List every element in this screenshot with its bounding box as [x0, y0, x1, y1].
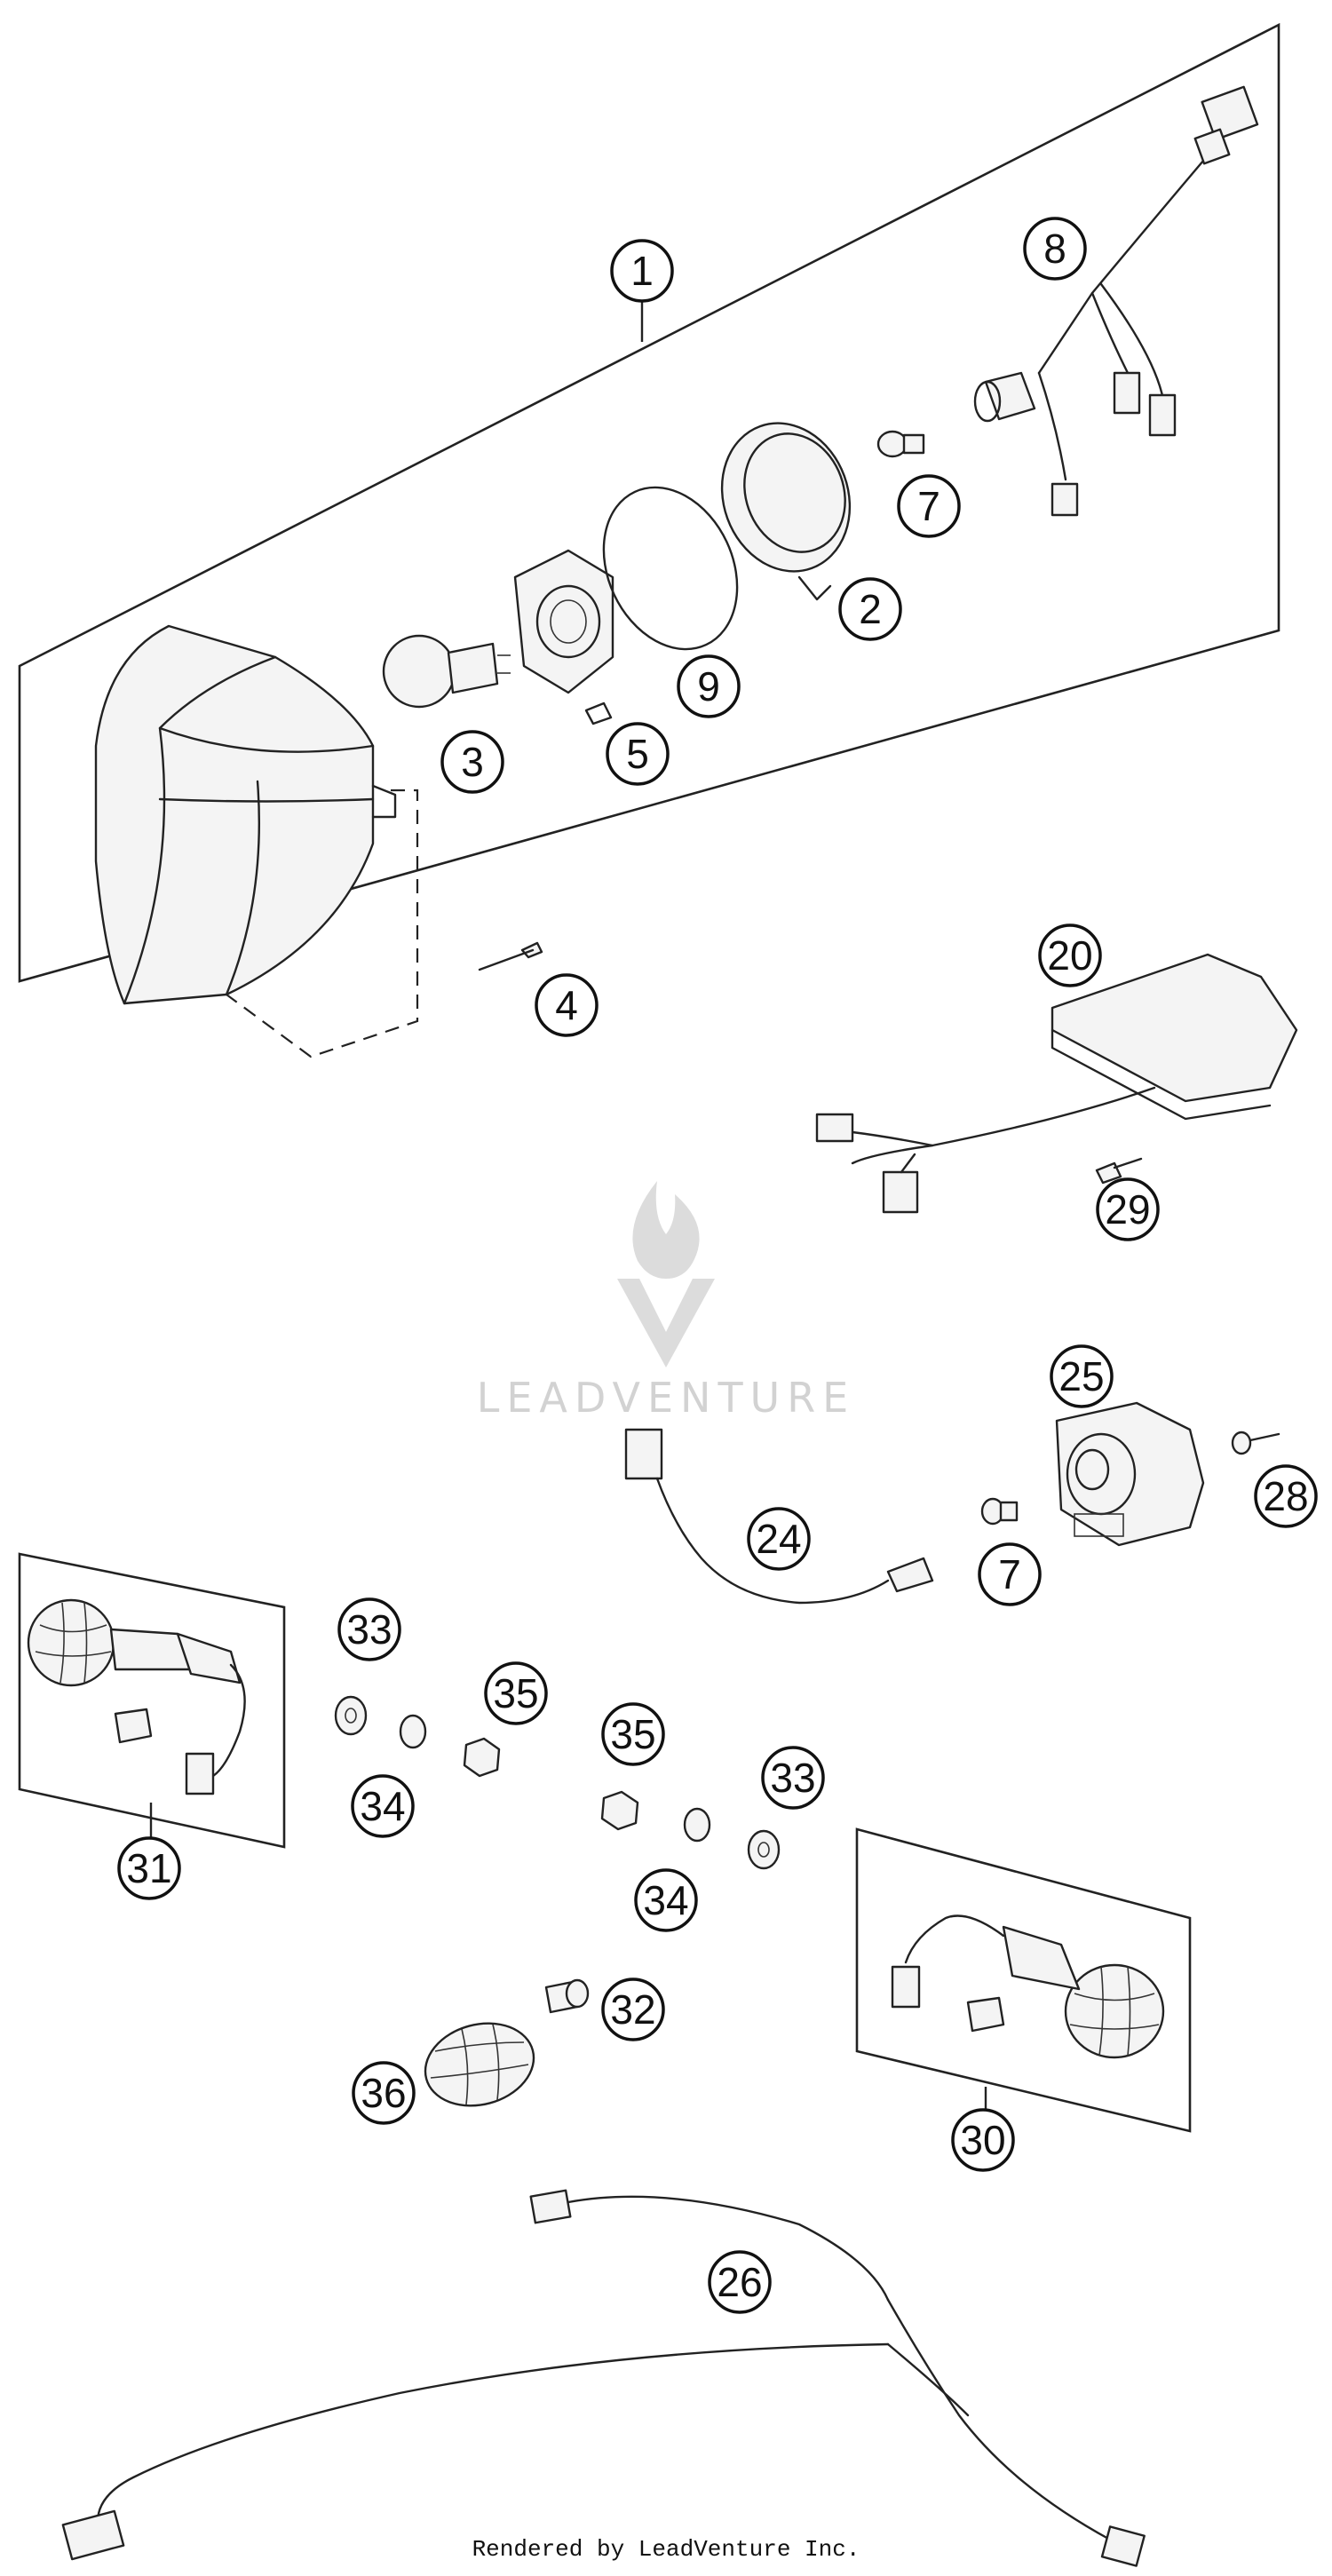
- callout-9: 9: [677, 654, 741, 718]
- svg-text:9: 9: [697, 663, 720, 709]
- svg-text:33: 33: [770, 1755, 815, 1801]
- washer-33-right: [747, 1829, 781, 1870]
- svg-text:3: 3: [461, 739, 484, 785]
- callout-5: 5: [606, 722, 670, 786]
- watermark-text: LEADVENTURE: [477, 1374, 856, 1422]
- callout-36: 36: [352, 2061, 416, 2125]
- tail-light-wiring: [624, 1428, 934, 1605]
- callout-24: 24: [747, 1507, 811, 1571]
- screw-29: [1095, 1157, 1143, 1185]
- svg-text:28: 28: [1263, 1473, 1308, 1519]
- callout-7: 7: [897, 474, 961, 538]
- parking-bulb: [876, 430, 925, 458]
- tail-bulb: [980, 1497, 1019, 1526]
- callout-28: 28: [1254, 1464, 1318, 1528]
- turn-signal-right-frame: [855, 1827, 1192, 2133]
- tail-light: [1055, 1401, 1205, 1547]
- headlight-assembly-frame: [18, 22, 1280, 983]
- callout-20: 20: [1038, 923, 1102, 987]
- svg-text:35: 35: [610, 1711, 655, 1757]
- gasket-ring: [602, 486, 739, 651]
- callout-26: 26: [708, 2250, 772, 2314]
- small-screw: [584, 701, 613, 725]
- svg-text:20: 20: [1047, 932, 1092, 979]
- nut-35-right: [600, 1790, 639, 1831]
- svg-text:8: 8: [1043, 226, 1066, 272]
- bulb-holder: [513, 549, 614, 694]
- washer-33-left: [334, 1695, 368, 1736]
- callout-35: 35: [484, 1661, 548, 1725]
- svg-text:1: 1: [630, 248, 654, 294]
- svg-text:2: 2: [859, 586, 882, 632]
- callout-29: 29: [1096, 1177, 1160, 1241]
- svg-text:31: 31: [126, 1845, 171, 1891]
- svg-text:24: 24: [756, 1516, 801, 1562]
- svg-text:36: 36: [361, 2070, 406, 2116]
- main-wiring-harness: [61, 2189, 1146, 2567]
- callout-25: 25: [1050, 1344, 1114, 1408]
- svg-text:25: 25: [1058, 1353, 1104, 1399]
- svg-text:33: 33: [346, 1606, 392, 1653]
- svg-text:26: 26: [717, 2259, 762, 2305]
- callout-34: 34: [351, 1774, 415, 1838]
- callout-3: 3: [440, 730, 504, 794]
- svg-text:34: 34: [643, 1877, 688, 1923]
- callout-2: 2: [838, 577, 902, 641]
- callout-7b: 7: [978, 1542, 1042, 1606]
- callout-34b: 34: [634, 1868, 698, 1932]
- callout-4: 4: [535, 973, 599, 1037]
- callout-31: 31: [117, 1836, 181, 1900]
- callout-35b: 35: [601, 1702, 665, 1766]
- turn-signal-right: [891, 1914, 1165, 2059]
- callout-30: 30: [951, 2108, 1015, 2172]
- svg-text:7: 7: [917, 483, 940, 529]
- svg-text:35: 35: [493, 1670, 538, 1716]
- svg-text:32: 32: [610, 1986, 655, 2033]
- turn-signal-left: [27, 1598, 246, 1795]
- callout-33: 33: [337, 1597, 401, 1661]
- lock-washer-34-left: [399, 1714, 427, 1749]
- callout-33b: 33: [761, 1746, 825, 1810]
- svg-text:4: 4: [555, 982, 578, 1028]
- headlight-wiring-harness: [973, 85, 1259, 517]
- lock-washer-34-right: [683, 1807, 711, 1843]
- callout-8: 8: [1023, 217, 1087, 281]
- svg-text:34: 34: [360, 1783, 405, 1829]
- bolt: [478, 941, 543, 971]
- svg-text:7: 7: [998, 1551, 1021, 1597]
- headlight-reflector: [720, 422, 852, 601]
- watermark-logo: [617, 1181, 715, 1367]
- headlight-bulb: [382, 634, 511, 709]
- nut-35-left: [463, 1737, 501, 1778]
- headlight-mask: [94, 624, 397, 1005]
- number-plate-light: [815, 953, 1298, 1214]
- bolt-alignment-line: [226, 789, 419, 1058]
- callout-1: 1: [610, 239, 674, 303]
- screw-28: [1231, 1431, 1280, 1455]
- svg-text:30: 30: [960, 2117, 1005, 2163]
- footer-credit: Rendered by LeadVenture Inc.: [472, 2536, 860, 2563]
- turn-signal-lens: [424, 2022, 535, 2107]
- turn-signal-left-frame: [18, 1552, 286, 1849]
- turn-signal-bulb: [544, 1978, 590, 2014]
- svg-text:29: 29: [1105, 1186, 1150, 1233]
- callout-32: 32: [601, 1978, 665, 2041]
- svg-text:5: 5: [626, 731, 649, 777]
